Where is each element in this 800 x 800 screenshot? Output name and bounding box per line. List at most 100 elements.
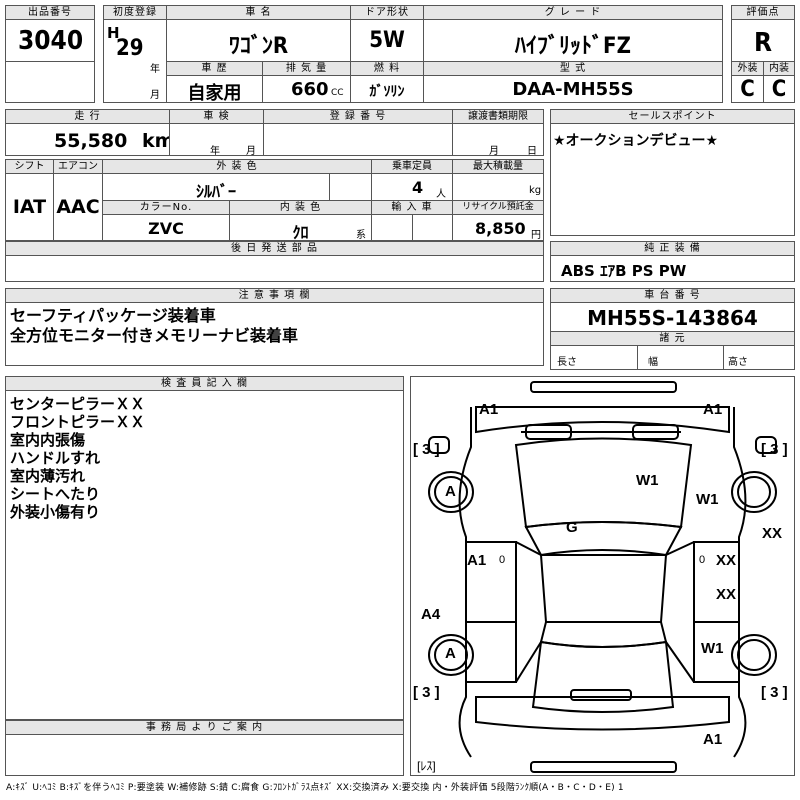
height-label: 高さ	[728, 357, 748, 368]
mileage-label: 走 行	[5, 109, 170, 124]
lot-no-blank	[5, 61, 95, 103]
chassis-label: 車 台 番 号	[550, 288, 795, 303]
width-label: 幅	[648, 357, 658, 368]
fuel: ｶﾞｿﾘﾝ	[369, 84, 405, 100]
inspector-note: ハンドルすれ	[10, 449, 101, 467]
inspector-note: シートへたり	[10, 485, 101, 503]
door-cell: 5W	[350, 19, 424, 62]
sales-point-label: セールスポイント	[550, 109, 795, 124]
inspection-year-unit: 年	[210, 146, 220, 157]
genuine-equipment-label: 純 正 装 備	[550, 241, 795, 256]
month-unit: 月	[150, 90, 160, 101]
inspection-cell: 年 月	[169, 123, 264, 157]
transfer-day-unit: 日	[527, 146, 537, 157]
genuine-equipment-cell: ABS ｴｱB PS PW	[550, 255, 795, 282]
damage-mark: W1	[696, 491, 719, 508]
damage-mark: A1	[467, 552, 487, 569]
transfer-cell: 月 日	[452, 123, 544, 157]
chassis-cell: MH55S-143864	[550, 302, 795, 332]
color-no-cell: ZVC	[102, 214, 230, 241]
fuel-cell: ｶﾞｿﾘﾝ	[350, 75, 424, 103]
damage-mark: A4	[421, 606, 441, 623]
capacity-cell: 4 人	[371, 173, 453, 201]
recycle-label: リサイクル預託金	[452, 200, 544, 215]
ext-color-cell: ｼﾙﾊﾞｰ	[102, 173, 330, 201]
int-color-cell: ｸﾛ 系	[229, 214, 372, 242]
mileage-cell: 55,580 km	[5, 123, 174, 156]
sales-point-cell: ★オークションデビュー★	[550, 123, 795, 236]
inspector-note: 外装小傷有り	[10, 503, 101, 521]
score: R	[753, 28, 772, 58]
ac-cell: AAC	[53, 173, 103, 241]
max-load-unit: kg	[529, 185, 542, 196]
ext-color-label: 外 装 色	[102, 159, 372, 174]
damage-mark: [ﾚｽ]	[417, 759, 436, 773]
recycle: 8,850	[475, 219, 526, 238]
inspection-month-unit: 月	[246, 146, 256, 157]
displacement-cell: 660 CC	[262, 75, 351, 103]
car-outline	[428, 381, 777, 773]
era: H	[107, 24, 120, 42]
door-label: ドア形状	[350, 5, 424, 20]
inspector-note: フロントピラーＸＸ	[10, 413, 146, 431]
car-diagram: A1 A1 [ 3 ] [ 3 ] A W1 W1 G XX A1 0 0 XX…	[410, 376, 795, 776]
damage-mark: W1	[701, 640, 724, 657]
mileage: 55,580	[54, 130, 128, 152]
interior-grade: C	[771, 77, 787, 102]
length-cell: 長さ	[550, 345, 638, 370]
grade-cell: ﾊｲﾌﾞﾘｯﾄﾞFZ	[423, 19, 723, 62]
shift: IAT	[12, 196, 47, 218]
int-color-label: 内 装 色	[229, 200, 372, 215]
recycle-cell: 8,850 円	[452, 214, 544, 241]
first-reg-cell: H 29 年 月	[103, 19, 167, 103]
color-no: ZVC	[148, 219, 184, 238]
inspector-note: 室内内張傷	[10, 431, 86, 449]
score-label: 評価点	[731, 5, 795, 20]
transfer-label: 譲渡書類期限	[452, 109, 544, 124]
model-code-cell: DAA-MH55S	[423, 75, 723, 103]
length-label: 長さ	[557, 357, 577, 368]
inspector-cell: センターピラーＸＸ フロントピラーＸＸ 室内内張傷 ハンドルすれ 室内薄汚れ シ…	[5, 390, 404, 720]
max-load-cell: kg	[452, 173, 544, 201]
lot-no-label: 出品番号	[5, 5, 95, 20]
damage-mark: A	[445, 645, 456, 662]
transfer-month-unit: 月	[489, 146, 499, 157]
car-name: ﾜｺﾞﾝR	[228, 34, 289, 59]
int-color: ｸﾛ	[292, 223, 309, 242]
later-parts-cell	[5, 255, 544, 282]
office-label: 事 務 局 よ り ご 案 内	[5, 720, 404, 735]
notes-label: 注 意 事 項 欄	[5, 288, 544, 303]
reg-no-cell	[263, 123, 453, 156]
width-cell: 幅	[637, 345, 724, 370]
ac: AAC	[56, 196, 100, 218]
door: 5W	[369, 28, 405, 53]
lot-no: 3040	[18, 26, 84, 56]
capacity-unit: 人	[436, 189, 446, 200]
inspector-note: 室内薄汚れ	[10, 467, 86, 485]
reg-no-label: 登 録 番 号	[263, 109, 453, 124]
inspector-label: 検 査 員 記 入 欄	[5, 376, 404, 391]
damage-mark: [ 3 ]	[761, 684, 788, 701]
int-color-unit: 系	[356, 230, 366, 241]
displacement-unit: CC	[331, 88, 344, 98]
shift-cell: IAT	[5, 173, 54, 241]
capacity-label: 乗車定員	[371, 159, 453, 174]
history-label: 車 歴	[166, 61, 263, 76]
import-cell-2	[412, 214, 453, 241]
damage-mark: A1	[703, 731, 723, 748]
lot-no-cell: 3040	[5, 19, 95, 62]
displacement: 660	[291, 79, 329, 100]
inspection-label: 車 検	[169, 109, 264, 124]
exterior-label: 外装	[731, 61, 764, 76]
car-name-label: 車 名	[166, 5, 351, 20]
first-reg-label: 初度登録	[103, 5, 167, 20]
grade-label: グ レ ー ド	[423, 5, 723, 20]
note-line: セーフティパッケージ装着車	[10, 306, 216, 325]
history: 自家用	[187, 83, 242, 104]
damage-mark: W1	[636, 472, 659, 489]
color-no-label: カラーNo.	[102, 200, 230, 215]
genuine-equipment: ABS ｴｱB PS PW	[561, 262, 687, 280]
damage-mark: XX	[762, 525, 783, 542]
damage-mark: A1	[703, 401, 723, 418]
interior-label: 内装	[763, 61, 795, 76]
